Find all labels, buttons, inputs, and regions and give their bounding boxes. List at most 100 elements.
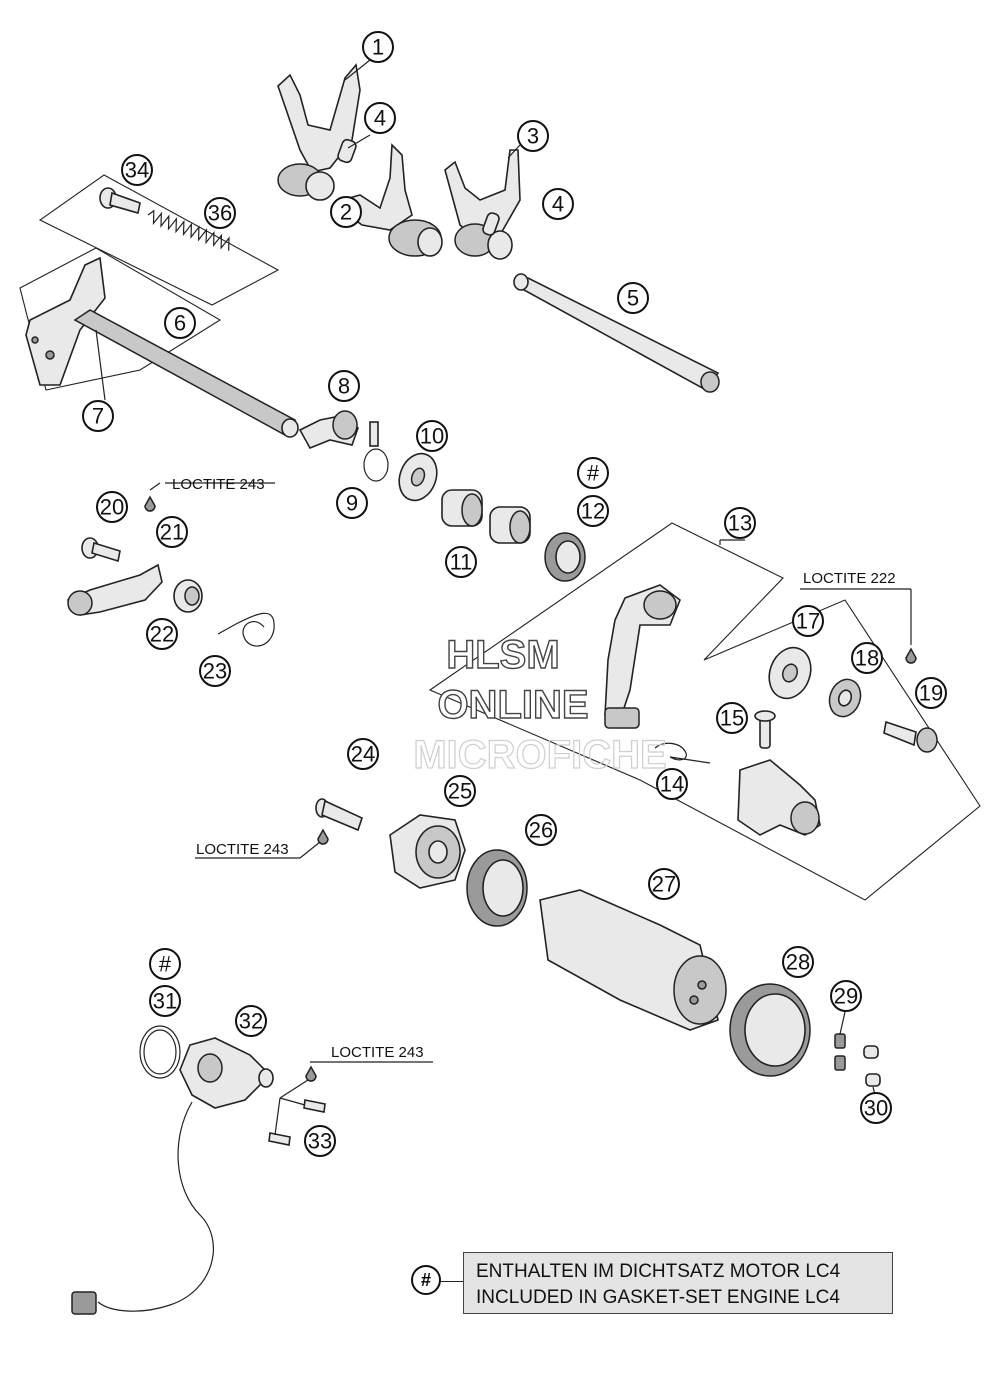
svg-text:11: 11 (450, 550, 473, 575)
svg-text:36: 36 (208, 201, 232, 226)
bolt-24 (315, 798, 363, 832)
callout-36: 36 (204, 197, 236, 229)
callout-27: 27 (648, 868, 680, 900)
bearing-26 (466, 849, 528, 927)
callout-20: 20 (96, 491, 128, 523)
svg-text:14: 14 (660, 772, 684, 797)
svg-text:12: 12 (581, 499, 605, 524)
callout-23: 23 (199, 655, 231, 687)
legend-box: ENTHALTEN IM DICHTSATZ MOTOR LC4 INCLUDE… (463, 1252, 893, 1314)
callout-17: 17 (792, 605, 824, 637)
callout-26: 26 (525, 814, 557, 846)
svg-text:5: 5 (627, 286, 639, 311)
fork-pin-4b (482, 212, 500, 236)
callout-12-hash: # (577, 457, 609, 489)
loctite-label-3: LOCTITE 243 (196, 841, 289, 858)
shift-fork-1 (277, 63, 361, 201)
loctite-label-1: LOCTITE 243 (172, 476, 265, 493)
svg-text:28: 28 (786, 950, 810, 975)
svg-text:29: 29 (834, 984, 858, 1009)
callout-7: 7 (82, 400, 114, 432)
loctite-drop-1 (144, 495, 156, 512)
shaft-seal-12 (544, 532, 586, 582)
svg-text:13: 13 (728, 511, 752, 536)
loctite-drop-2 (905, 647, 917, 664)
callout-22: 22 (146, 618, 178, 650)
callout-6: 6 (164, 307, 196, 339)
callout-15: 15 (716, 702, 748, 734)
svg-text:1: 1 (372, 35, 384, 60)
svg-text:15: 15 (720, 706, 744, 731)
needle-bearing-11b (489, 506, 531, 544)
callout-14: 14 (656, 768, 688, 800)
callout-30: 30 (860, 1092, 892, 1124)
callout-18: 18 (851, 642, 883, 674)
loctite-drop-4 (305, 1065, 317, 1082)
svg-text:22: 22 (150, 622, 174, 647)
callout-28: 28 (782, 946, 814, 978)
washer-10 (398, 452, 438, 502)
svg-text:26: 26 (529, 818, 553, 843)
shift-lever-end (737, 759, 821, 836)
watermark-line1: HLSM (446, 633, 559, 677)
callout-9: 9 (336, 487, 368, 519)
shift-fork-3 (444, 149, 521, 260)
needle-bearing-11a (441, 489, 483, 527)
svg-text:4: 4 (374, 106, 386, 131)
callout-31-hash: # (149, 948, 181, 980)
svg-text:21: 21 (160, 520, 184, 545)
dowels-30 (863, 1045, 881, 1087)
legend-connector (441, 1281, 463, 1282)
svg-text:#: # (159, 952, 172, 977)
svg-text:24: 24 (351, 742, 375, 767)
screws-33 (268, 1099, 326, 1146)
svg-text:32: 32 (239, 1009, 263, 1034)
callout-31: 31 (149, 985, 181, 1017)
watermark-line2: ONLINE (437, 683, 588, 727)
svg-text:31: 31 (153, 989, 177, 1014)
shift-drum-27 (539, 889, 727, 1031)
fork-shaft-5 (513, 273, 720, 393)
legend-hash-symbol: # (411, 1265, 441, 1295)
callout-29: 29 (830, 980, 862, 1012)
callout-3: 3 (517, 120, 549, 152)
callout-5: 5 (617, 282, 649, 314)
washer-17 (768, 646, 812, 700)
callout-32: 32 (235, 1005, 267, 1037)
svg-text:10: 10 (420, 424, 444, 449)
svg-text:17: 17 (796, 609, 820, 634)
spring-23 (217, 612, 275, 647)
callout-1: 1 (362, 31, 394, 63)
svg-text:34: 34 (125, 158, 149, 183)
callout-10: 10 (416, 420, 448, 452)
spring-36 (147, 209, 230, 251)
loctite-label-4: LOCTITE 243 (331, 1044, 424, 1061)
o-ring-31 (139, 1025, 181, 1079)
callout-33: 33 (304, 1125, 336, 1157)
callout-21: 21 (156, 516, 188, 548)
bearing-28 (729, 983, 811, 1077)
callout-25: 25 (444, 775, 476, 807)
set-screws-29 (834, 1033, 846, 1071)
svg-text:27: 27 (652, 872, 676, 897)
shift-shaft-6 (25, 256, 299, 438)
spring-14 (654, 742, 711, 764)
svg-text:30: 30 (864, 1096, 888, 1121)
svg-text:#: # (587, 461, 600, 486)
svg-text:8: 8 (338, 374, 350, 399)
svg-text:19: 19 (919, 681, 943, 706)
callout-19: 19 (915, 677, 947, 709)
leader-lines (95, 59, 912, 1136)
svg-text:25: 25 (448, 779, 472, 804)
shift-drum-locator-25 (389, 814, 466, 889)
circlip-9 (363, 421, 389, 482)
svg-text:2: 2 (340, 200, 352, 225)
svg-text:4: 4 (552, 192, 564, 217)
callout-2: 2 (330, 196, 362, 228)
bolt-19 (883, 720, 938, 753)
callout-4b: 4 (542, 188, 574, 220)
svg-text:6: 6 (174, 311, 186, 336)
coupling-8 (298, 410, 359, 450)
svg-text:20: 20 (100, 495, 124, 520)
